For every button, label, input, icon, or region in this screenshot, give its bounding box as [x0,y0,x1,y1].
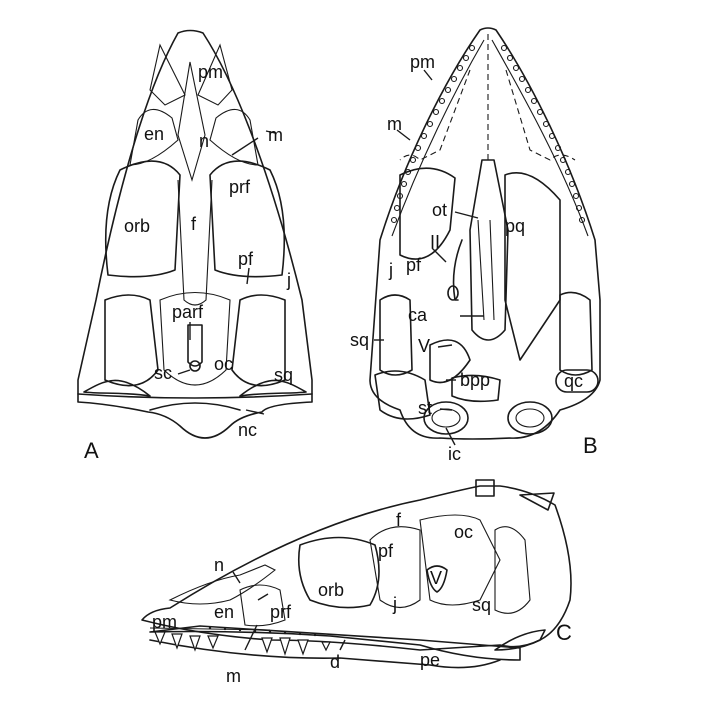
label-b-v: V [418,336,430,356]
label-a-sq: sq [274,365,293,385]
label-a-nc: nc [238,420,257,440]
label-c-en: en [214,602,234,622]
label-c-oc: oc [454,522,473,542]
label-a-parf: parf [172,302,204,322]
label-a-sc: sc [154,363,172,383]
label-c-orb: orb [318,580,344,600]
label-a-n: n [199,131,209,151]
label-c-j: j [392,594,397,614]
label-a-m: m [268,125,283,145]
label-b-ic: ic [448,444,461,464]
label-b-ot: ot [432,200,447,220]
teeth-upper [154,631,331,657]
label-b-pq: pq [505,216,525,236]
label-b-sq: sq [350,330,369,350]
view-a-dorsal-skull: pm en n m prf orb f pf j parf oc sc sq n… [77,29,313,463]
panel-letter-c: C [556,620,572,645]
label-a-orb: orb [124,216,150,236]
label-a-j: j [286,270,291,290]
label-a-f: f [191,214,197,234]
label-c-pe: pe [420,650,440,670]
label-b-ca: ca [408,305,428,325]
label-a-en: en [144,124,164,144]
label-b-pm: pm [410,52,435,72]
panel-letter-a: A [84,438,99,463]
label-a-prf: prf [229,177,251,197]
label-b-pf: pf [406,255,422,275]
label-c-d: d [330,652,340,672]
teeth-row-left [390,44,476,224]
label-b-ii: II [430,232,440,252]
label-c-pf: pf [378,541,394,561]
label-a-pf: pf [238,249,254,269]
label-b-st: st [418,398,432,418]
label-a-pm: pm [198,62,223,82]
label-c-n: n [214,555,224,575]
label-b-qc: qc [564,371,583,391]
label-c-prf: prf [270,602,292,622]
label-c-v: V [430,568,442,588]
label-a-oc: oc [214,354,233,374]
label-b-m: m [387,114,402,134]
view-c-lateral-skull: f oc pf n orb V pm en prf j sq m d pe C [141,479,572,686]
view-b-ventral-skull: pm m ot pq II j pf ca sq V bpp qc st ic … [350,27,601,464]
panel-letter-b: B [583,433,598,458]
label-b-j: j [388,260,393,280]
teeth-row-dots [208,626,317,637]
label-c-sq: sq [472,595,491,615]
label-c-f: f [396,510,402,530]
label-c-pm: pm [152,612,177,632]
label-c-m: m [226,666,241,686]
teeth-row-right [500,44,586,224]
label-b-bpp: bpp [460,370,490,390]
